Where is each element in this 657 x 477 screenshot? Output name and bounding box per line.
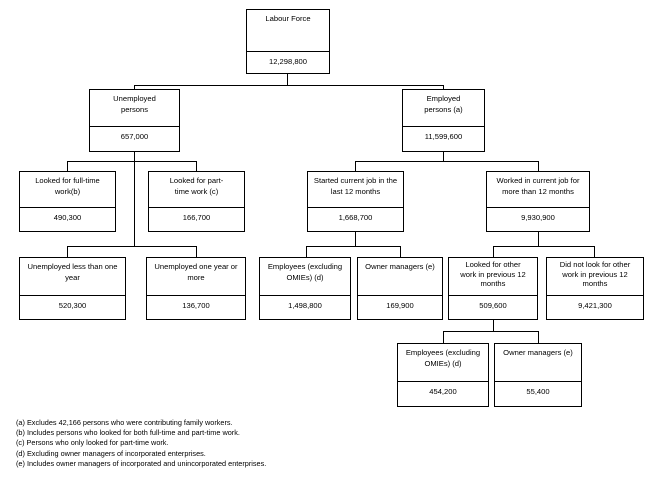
node-label: Looked for part-time work (c)	[149, 172, 244, 208]
node-value: 657,000	[120, 132, 149, 141]
node-looked-part-time: Looked for part-time work (c) 166,700	[148, 171, 245, 232]
footnotes: (a) Excludes 42,166 persons who were con…	[16, 418, 266, 469]
node-value: 11,599,600	[424, 132, 463, 141]
connector	[594, 246, 595, 257]
node-value: 9,421,300	[578, 301, 612, 310]
node-value: 1,668,700	[338, 213, 373, 222]
node-value: 55,400	[526, 387, 550, 396]
node-label: Looked for other work in previous 12 mon…	[449, 258, 537, 296]
connector	[306, 246, 401, 247]
node-value: 454,200	[429, 387, 457, 396]
node-value: 166,700	[182, 213, 211, 222]
node-owner-managers: Owner managers (e) 169,900	[357, 257, 443, 320]
connector	[538, 161, 539, 171]
connector	[443, 331, 538, 332]
connector	[538, 331, 539, 343]
node-label: Employed persons (a)	[403, 90, 484, 127]
node-label: Unemployed one year or more	[147, 258, 245, 296]
connector	[493, 246, 595, 247]
node-value: 169,900	[386, 301, 414, 310]
node-did-not-look: Did not look for other work in previous …	[546, 257, 644, 320]
footnote: (a) Excludes 42,166 persons who were con…	[16, 418, 233, 427]
connector	[355, 232, 356, 247]
node-label: Employees (excluding OMIEs) (d)	[260, 258, 350, 296]
node-label: Did not look for other work in previous …	[547, 258, 643, 296]
node-looked-other-work: Looked for other work in previous 12 mon…	[448, 257, 538, 320]
connector	[67, 161, 68, 171]
connector	[287, 74, 288, 86]
footnote: (d) Excluding owner managers of incorpor…	[16, 448, 206, 458]
connector	[134, 85, 443, 86]
connector	[443, 152, 444, 162]
node-value: 136,700	[182, 301, 210, 310]
node-employees-excl-omies: Employees (excluding OMIEs) (d) 1,498,80…	[259, 257, 351, 320]
node-label: Unemployed less than one year	[20, 258, 125, 296]
footnote: (e) Includes owner managers of incorpora…	[16, 458, 267, 468]
node-label: Looked for full-time work(b)	[20, 172, 115, 208]
node-value: 1,498,800	[288, 301, 322, 310]
connector	[196, 246, 197, 257]
node-started-last-12: Started current job in the last 12 month…	[307, 171, 404, 232]
node-value: 520,300	[58, 301, 87, 310]
node-unemployed-less-year: Unemployed less than one year 520,300	[19, 257, 126, 320]
connector	[538, 232, 539, 247]
footnote: (c) Persons who only looked for part-tim…	[16, 438, 169, 448]
connector	[493, 246, 494, 257]
connector	[443, 331, 444, 343]
connector	[493, 320, 494, 332]
node-owner-managers-2: Owner managers (e) 55,400	[494, 343, 582, 407]
node-unemployed-one-year: Unemployed one year or more 136,700	[146, 257, 246, 320]
connector	[400, 246, 401, 257]
connector	[134, 85, 135, 89]
node-worked-more-12: Worked in current job for more than 12 m…	[486, 171, 590, 232]
connector	[355, 161, 356, 171]
node-unemployed: Unemployed persons 657,000	[89, 89, 180, 152]
node-value: 509,600	[479, 301, 507, 310]
node-label: Owner managers (e)	[495, 344, 581, 382]
node-looked-full-time: Looked for full-time work(b) 490,300	[19, 171, 116, 232]
connector	[67, 246, 196, 247]
connector	[67, 161, 196, 162]
connector	[306, 246, 307, 257]
node-employed: Employed persons (a) 11,599,600	[402, 89, 485, 152]
node-label: Labour Force	[247, 10, 329, 52]
footnote: (b) Includes persons who looked for both…	[16, 428, 240, 438]
node-value: 9,930,900	[521, 213, 555, 222]
node-value: 490,300	[53, 213, 82, 222]
node-label: Unemployed persons	[90, 90, 179, 127]
node-label: Employees (excluding OMIEs) (d)	[398, 344, 488, 382]
node-employees-excl-omies-2: Employees (excluding OMIEs) (d) 454,200	[397, 343, 489, 407]
connector	[443, 85, 444, 89]
connector	[67, 246, 68, 257]
connector	[355, 161, 538, 162]
node-label: Owner managers (e)	[358, 258, 442, 296]
node-value: 12,298,800	[268, 57, 307, 66]
connector	[196, 161, 197, 171]
node-label: Started current job in the last 12 month…	[308, 172, 403, 208]
node-labour-force: Labour Force 12,298,800	[246, 9, 330, 74]
connector	[134, 152, 135, 247]
node-label: Worked in current job for more than 12 m…	[487, 172, 589, 208]
